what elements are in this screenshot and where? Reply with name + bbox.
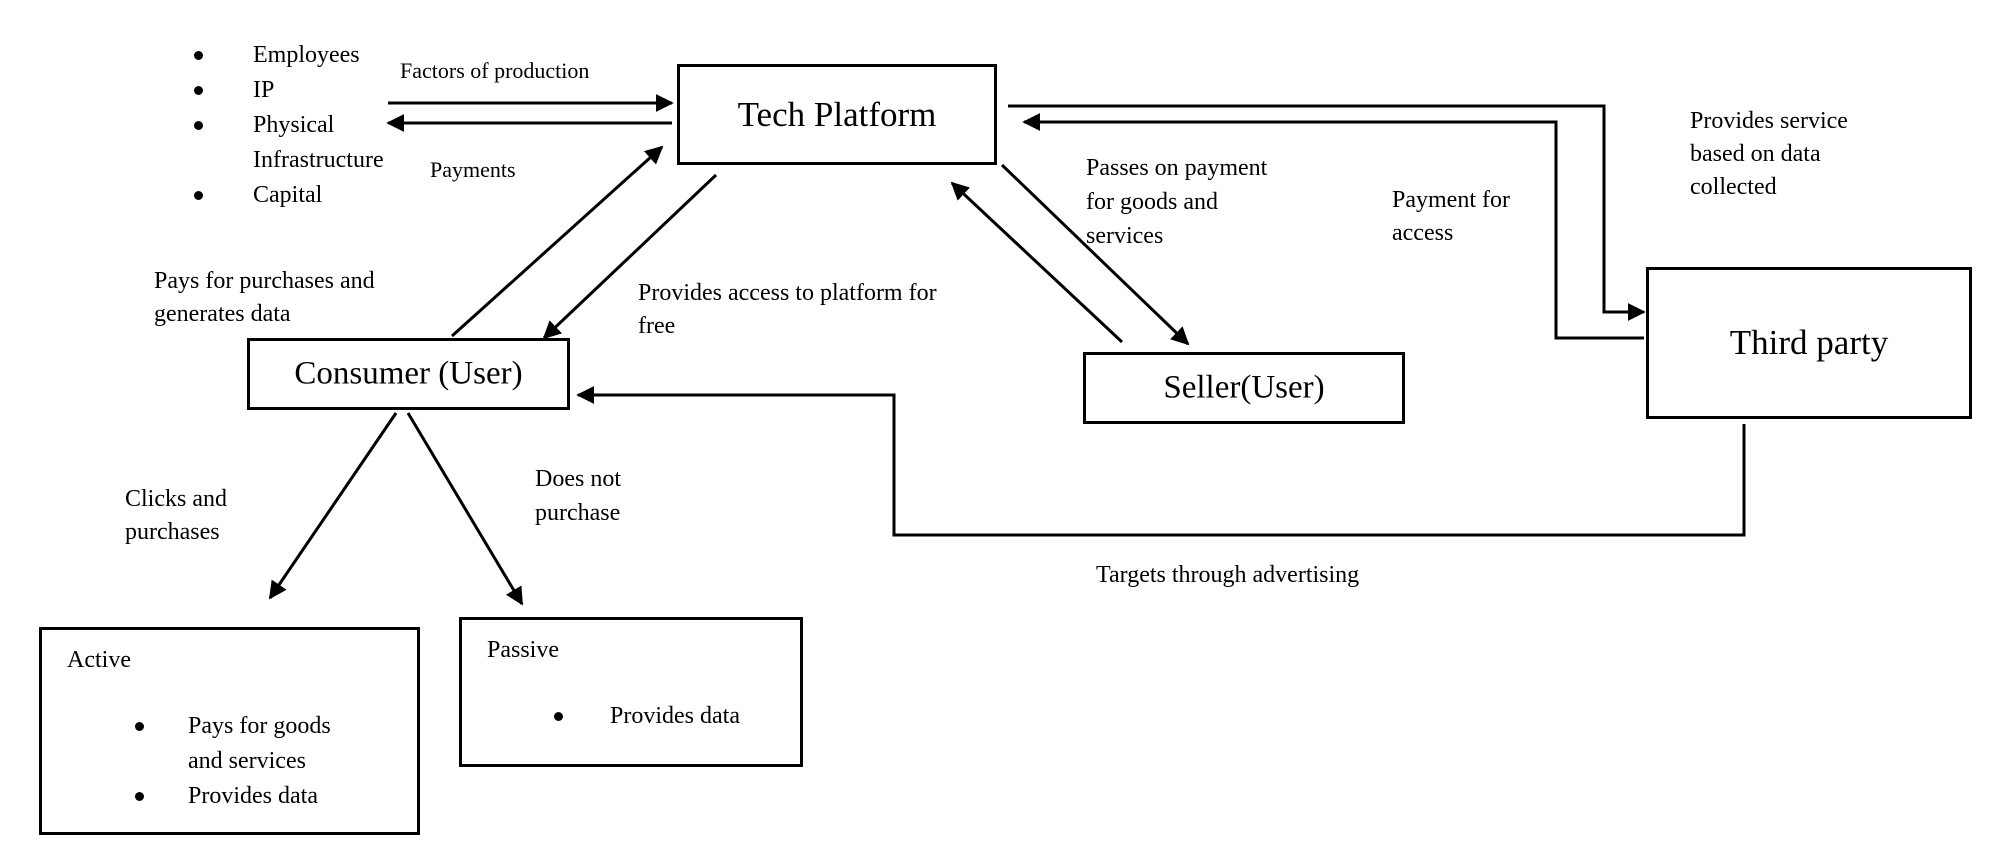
label-passes-on-payment: Passes on payment (1086, 155, 1268, 181)
arrow-platform-to-seller (1000, 163, 1190, 346)
label-provides-access: Provides access to platform for (638, 280, 937, 306)
arrow-third-party-to-platform (1022, 113, 1644, 340)
label-payment-for-access: Payment for (1392, 187, 1510, 213)
list-item: Physical (190, 108, 384, 143)
label-passes-on-payment: services (1086, 223, 1164, 249)
third-party-node: Third party (1646, 267, 1972, 419)
label-payment-for-access: access (1392, 220, 1454, 246)
label-does-not-purchase: Does not (535, 466, 621, 492)
bullet-icon (135, 722, 144, 731)
arrow-consumer-to-active (268, 412, 398, 600)
list-item: Infrastructure (253, 147, 384, 173)
list-item: Capital (190, 178, 384, 213)
seller-node: Seller(User) (1083, 352, 1405, 424)
label-payments: Payments (430, 157, 516, 182)
label-provides-service: Provides service (1690, 108, 1848, 134)
passive-node: Passive Provides data (459, 617, 803, 767)
arrow-consumer-to-platform (450, 145, 664, 338)
active-item-label: Pays for goods (188, 713, 331, 739)
arrow-platform-to-consumer (542, 173, 718, 340)
list-item: Employees (190, 38, 384, 73)
label-provides-service: collected (1690, 174, 1777, 200)
active-title: Active (67, 647, 131, 673)
active-item-label: and services (188, 748, 306, 774)
label-factors-of-production: Factors of production (400, 58, 590, 83)
label-provides-access: free (638, 313, 676, 339)
bullet-icon (194, 86, 203, 95)
arrow-third-party-to-consumer (576, 386, 1746, 537)
seller-label: Seller(User) (1163, 369, 1325, 406)
label-clicks-and-purchases: purchases (125, 519, 220, 545)
arrow-consumer-to-passive (406, 412, 524, 606)
passive-item-label: Provides data (610, 703, 740, 729)
bullet-icon (194, 121, 203, 130)
label-targets-through-advertising: Targets through advertising (1096, 562, 1360, 588)
third-party-label: Third party (1729, 323, 1889, 362)
bullet-icon (194, 51, 203, 60)
bullet-icon (135, 792, 144, 801)
label-pays-for-purchases: Pays for purchases and (154, 268, 375, 294)
label-passes-on-payment: for goods and (1086, 189, 1218, 215)
passive-title: Passive (487, 637, 559, 663)
label-does-not-purchase: purchase (535, 500, 621, 526)
label-clicks-and-purchases: Clicks and (125, 486, 227, 512)
arrow-seller-to-platform (950, 181, 1124, 344)
production-inputs-list: Employees IP Physical Infrastructure Cap… (190, 38, 384, 213)
tech-platform-node: Tech Platform (677, 64, 997, 165)
label-provides-service: based on data (1690, 141, 1821, 167)
arrow-platform-to-third-party (1008, 104, 1646, 321)
consumer-node: Consumer (User) (247, 338, 570, 410)
list-item: IP (190, 73, 384, 108)
active-node: Active Pays for goods and services Provi… (39, 627, 420, 835)
tech-platform-label: Tech Platform (737, 94, 937, 134)
bullet-icon (554, 712, 563, 721)
label-pays-for-purchases: generates data (154, 301, 291, 327)
consumer-label: Consumer (User) (294, 355, 523, 392)
bullet-icon (194, 191, 203, 200)
active-item-label: Provides data (188, 783, 318, 809)
